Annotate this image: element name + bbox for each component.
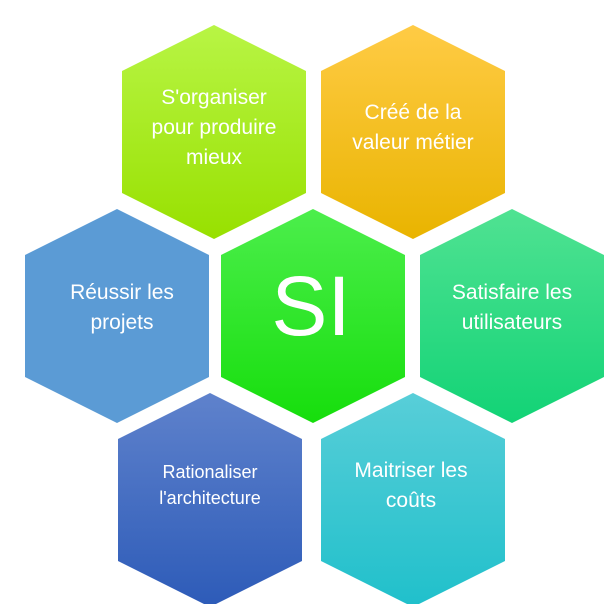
hex-label-architecture: Rationaliser l'architecture [159,462,261,508]
center-label-si: SI [271,259,351,353]
hexagon-organiser [122,25,306,239]
hexagon-couts [321,393,505,604]
hex-label-utilisateurs: Satisfaire les utilisateurs [451,281,573,334]
hexagon-projets [25,209,209,423]
hex-label-couts: Maitriser les coûts [354,459,468,512]
hexagon-valeur [321,25,505,239]
hex-label-organiser: S'organiser pour produire mieux [151,86,277,169]
hex-label-valeur: Créé de la valeur métier [352,101,474,154]
hexagon-architecture [118,393,302,604]
hex-label-projets: Réussir les projets [70,281,174,334]
hexagon-utilisateurs [420,209,604,423]
hexagon-si [221,209,405,423]
